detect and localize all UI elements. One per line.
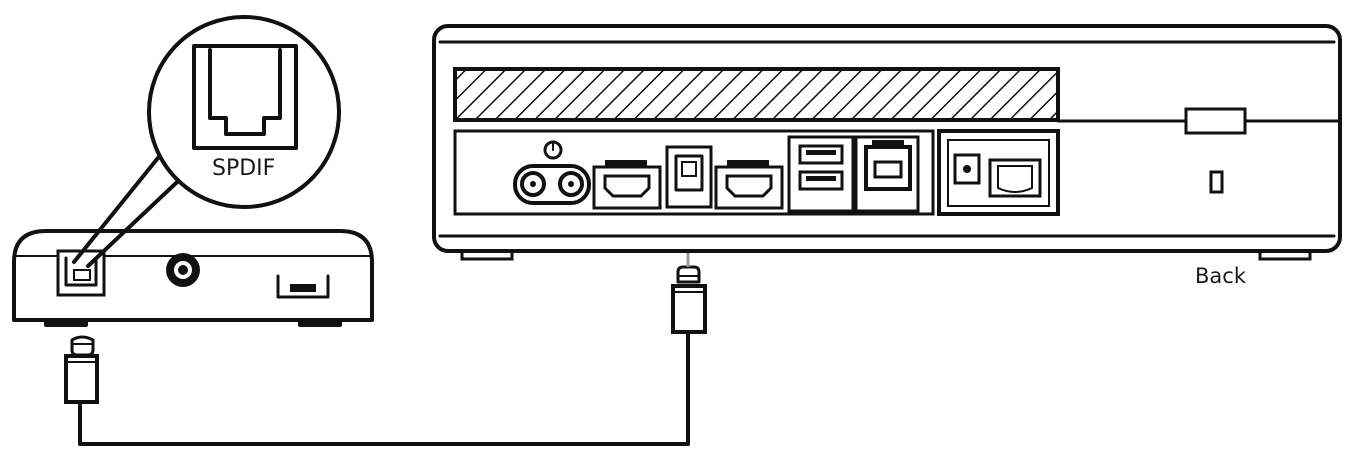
console-back-panel <box>432 24 1342 261</box>
spdif-callout-magnifier <box>147 15 341 209</box>
av-dual-port-icon <box>513 164 591 205</box>
power-port-icon <box>937 129 1060 216</box>
spdif-label: SPDIF <box>212 156 276 181</box>
audio-adapter-device <box>12 229 374 327</box>
callout-lines <box>72 146 194 268</box>
console-indicator <box>1209 170 1224 194</box>
optical-port-icon <box>192 44 298 150</box>
usb-port-icon <box>787 135 855 213</box>
optical-cable <box>78 332 690 446</box>
toslink-plug-left <box>64 335 99 404</box>
hdmi-port-icon <box>592 160 662 210</box>
console-vent-grille <box>453 67 1060 122</box>
console-side-latch <box>1184 107 1247 135</box>
hdmi-port-icon <box>714 160 784 210</box>
usb-b-port-icon <box>854 135 920 213</box>
adapter-body <box>12 229 374 322</box>
adapter-slot <box>276 274 330 299</box>
back-label: Back <box>1195 264 1246 288</box>
optical-port-icon <box>665 145 713 209</box>
